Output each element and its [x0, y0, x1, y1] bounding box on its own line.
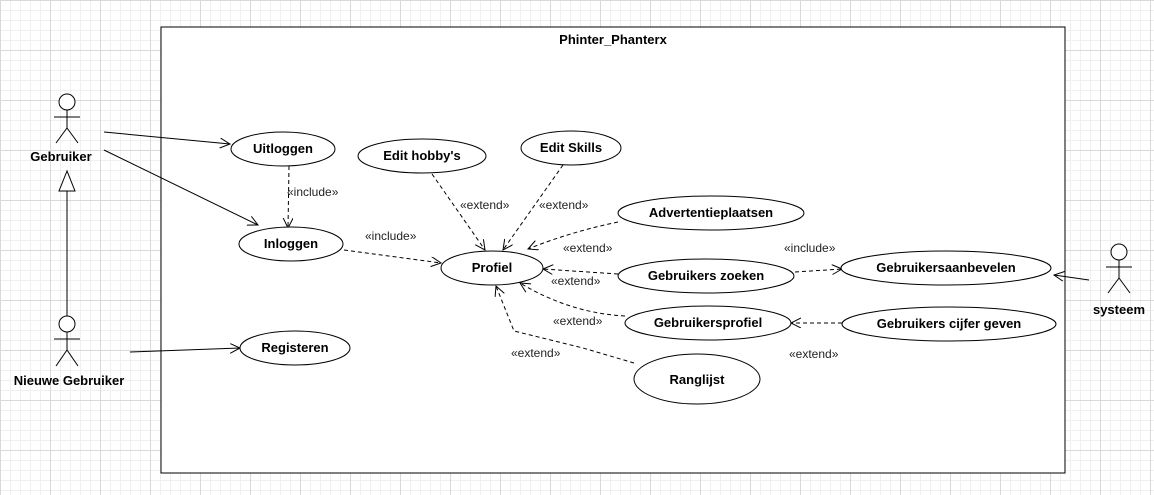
rel-hobbys-profiel — [431, 173, 485, 250]
rel-uitloggen-inloggen — [288, 165, 289, 228]
usecase-gebruikers-cijfer-geven-label: Gebruikers cijfer geven — [877, 316, 1022, 331]
usecase-edit-skills-label: Edit Skills — [540, 140, 602, 155]
stereo-extend-cijfer: «extend» — [789, 347, 839, 361]
rel-ranglijst-profiel — [496, 286, 635, 364]
usecase-ranglijst-label: Ranglijst — [670, 372, 726, 387]
usecase-profiel[interactable]: Profiel — [440, 250, 544, 286]
usecase-gebruikers-zoeken[interactable]: Gebruikers zoeken — [617, 258, 795, 294]
actor-gebruiker-label: Gebruiker — [30, 149, 91, 164]
usecase-gebruikersprofiel[interactable]: Gebruikersprofiel — [624, 305, 792, 341]
usecase-inloggen[interactable]: Inloggen — [238, 226, 344, 262]
stereo-extend-advertentie: «extend» — [563, 241, 613, 255]
assoc-nieuwe-gebruiker-registeren — [129, 348, 240, 352]
usecase-edit-hobbys-label: Edit hobby's — [383, 148, 460, 163]
stereo-extend-skills: «extend» — [539, 198, 589, 212]
usecase-profiel-label: Profiel — [472, 260, 512, 275]
usecase-edit-hobbys[interactable]: Edit hobby's — [357, 138, 487, 174]
stereo-include-uitloggen-inloggen: «include» — [287, 185, 339, 199]
usecase-gebruikers-cijfer-geven[interactable]: Gebruikers cijfer geven — [841, 306, 1057, 342]
stereo-extend-hobbys: «extend» — [460, 198, 510, 212]
rel-advertentie-profiel — [528, 221, 619, 249]
stereo-include-zoeken-aanbevelen: «include» — [784, 241, 836, 255]
actor-nieuwe-gebruiker-label: Nieuwe Gebruiker — [14, 373, 125, 388]
usecase-inloggen-label: Inloggen — [264, 236, 318, 251]
usecase-gebruikers-zoeken-label: Gebruikers zoeken — [648, 268, 764, 283]
stereo-extend-zoeken: «extend» — [551, 274, 601, 288]
usecase-ranglijst[interactable]: Ranglijst — [633, 353, 761, 405]
rel-zoeken-profiel — [543, 269, 619, 274]
usecase-uitloggen-label: Uitloggen — [253, 141, 313, 156]
stereo-extend-ranglijst: «extend» — [511, 346, 561, 360]
assoc-gebruiker-inloggen — [103, 149, 258, 225]
usecase-advertentieplaatsen[interactable]: Advertentieplaatsen — [617, 195, 805, 231]
assoc-gebruiker-uitloggen — [103, 131, 230, 144]
usecase-registeren-label: Registeren — [261, 340, 328, 355]
actor-nieuwe-gebruiker[interactable]: Nieuwe Gebruiker — [14, 315, 125, 388]
usecase-gebruikersaanbevelen-label: Gebruikersaanbevelen — [876, 260, 1016, 275]
system-title: Phinter_Phanterx — [559, 32, 667, 47]
stereo-include-inloggen-profiel: «include» — [365, 229, 417, 243]
usecase-edit-skills[interactable]: Edit Skills — [520, 130, 622, 166]
usecase-registeren[interactable]: Registeren — [239, 330, 351, 366]
rel-zoeken-aanbevelen — [794, 269, 842, 272]
assoc-systeem-aanbevelen — [1054, 275, 1090, 280]
usecase-uitloggen[interactable]: Uitloggen — [230, 131, 336, 167]
rel-gebruikersprofiel-profiel — [520, 283, 626, 317]
actor-systeem-label: systeem — [1093, 302, 1145, 317]
rel-inloggen-profiel — [343, 249, 441, 263]
actor-gebruiker[interactable]: Gebruiker — [30, 93, 92, 164]
generalization-arrow — [58, 169, 76, 316]
rel-skills-profiel — [503, 164, 564, 250]
stereo-extend-gebruikersprofiel: «extend» — [553, 314, 603, 328]
usecase-gebruikersaanbevelen[interactable]: Gebruikersaanbevelen — [840, 250, 1052, 286]
usecase-gebruikersprofiel-label: Gebruikersprofiel — [654, 315, 762, 330]
usecase-advertentieplaatsen-label: Advertentieplaatsen — [649, 205, 773, 220]
actor-systeem[interactable]: systeem — [1093, 243, 1145, 317]
